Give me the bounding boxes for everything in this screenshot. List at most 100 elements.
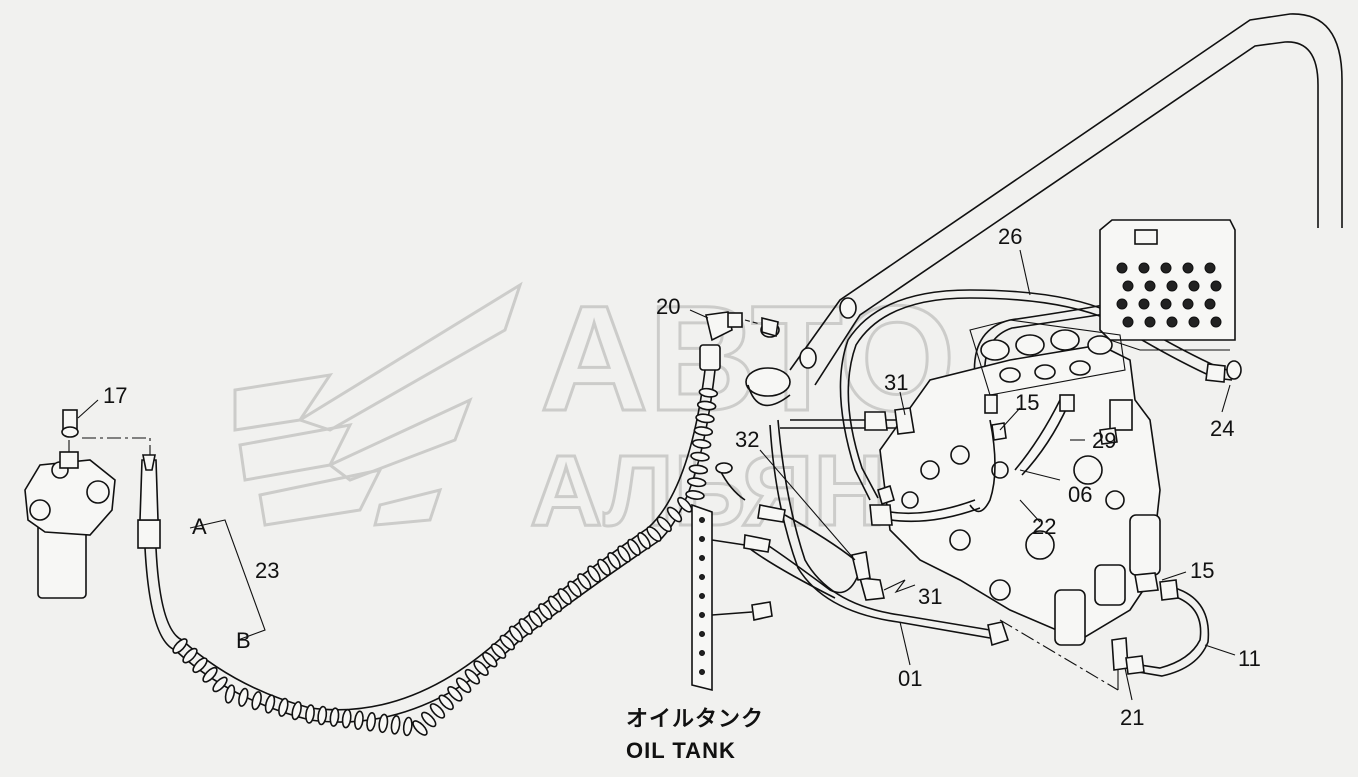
hose-ring	[696, 400, 717, 411]
bracket-hole	[699, 631, 705, 637]
hose-ring	[317, 705, 328, 726]
callout-31-lower: 31	[918, 584, 942, 609]
callout-11: 11	[1238, 646, 1261, 671]
solenoid-bolt	[1144, 316, 1156, 328]
solenoid-bolt	[1138, 298, 1150, 310]
solenoid-bolt	[1144, 280, 1156, 292]
callout-06: 06	[1068, 482, 1092, 507]
solenoid-bolt	[1116, 262, 1128, 274]
solenoid-bolt	[1182, 262, 1194, 274]
bracket-hole	[699, 650, 705, 656]
bracket-hole	[699, 517, 705, 523]
hose-ring	[464, 668, 481, 685]
hose-ring	[412, 720, 428, 736]
watermark-line1: АВТО	[540, 274, 956, 442]
bracket-hole	[699, 669, 705, 675]
hose-ring	[617, 545, 631, 563]
hose-ring	[686, 477, 707, 488]
control-valve	[879, 319, 1161, 646]
oil-tank-caption: オイルタンク OIL TANK	[626, 707, 764, 763]
hose-ring	[607, 552, 621, 570]
hose-ring	[557, 588, 572, 605]
hose-ring	[278, 697, 289, 717]
hose-ring	[305, 704, 315, 724]
hose-ring	[695, 413, 715, 424]
filter-assembly	[24, 409, 151, 599]
callout-22: 22	[1032, 514, 1056, 539]
pipe-01	[769, 419, 1119, 691]
bracket-hole	[699, 536, 705, 542]
solenoid-bolt	[1204, 298, 1216, 310]
hose-ring	[508, 625, 524, 643]
hose-ring	[341, 708, 352, 729]
solenoid-valve-block	[1099, 219, 1236, 351]
solenoid-bolt	[1122, 316, 1134, 328]
callout-17: 17	[103, 383, 127, 408]
solenoid-bolt	[1116, 298, 1128, 310]
bracket-hole	[699, 574, 705, 580]
solenoid-bolt	[1160, 262, 1172, 274]
hose-ring	[538, 603, 553, 620]
bracket-hole	[699, 555, 705, 561]
callout-24: 24	[1210, 416, 1234, 441]
hose-ring	[455, 677, 472, 694]
caption-japanese: オイルタンク	[626, 707, 764, 732]
callout-01: 01	[898, 666, 922, 691]
fitting-31-lower	[851, 551, 916, 601]
callout-a: A	[192, 514, 207, 539]
callout-labels: 17 20 26 31 32 15 29 06 22 24 23 A B 31 …	[103, 224, 1261, 730]
hose-ring	[656, 516, 672, 533]
hose-ring	[353, 710, 364, 730]
hose-ring	[438, 694, 454, 711]
caption-english: OIL TANK	[626, 738, 736, 763]
hose-ring	[378, 713, 389, 734]
hose-ring	[587, 565, 601, 583]
hose-ring	[693, 426, 714, 437]
hose-ring	[390, 715, 401, 735]
oil-tank-bracket	[691, 503, 753, 692]
hose-ring	[518, 618, 533, 635]
callout-31-upper: 31	[884, 370, 908, 395]
hose-ring	[291, 701, 302, 721]
callout-15-lower: 15	[1190, 558, 1214, 583]
callout-23: 23	[255, 558, 279, 583]
hose-ring	[677, 496, 693, 513]
hose-ring	[547, 595, 563, 613]
hose-ring	[597, 558, 611, 576]
solenoid-bolt	[1210, 280, 1222, 292]
hose-ring	[499, 634, 515, 651]
hose-ring	[567, 580, 582, 598]
hose-ring	[637, 532, 651, 550]
callout-21: 21	[1120, 705, 1144, 730]
solenoid-bolt	[1204, 262, 1216, 274]
bracket-hole	[699, 612, 705, 618]
hose-ring	[627, 538, 641, 556]
leader-lines	[77, 249, 1236, 701]
callout-26: 26	[998, 224, 1022, 249]
hose-ring	[366, 712, 377, 732]
fitting-31-upper	[780, 407, 981, 526]
fitting-20	[705, 311, 779, 342]
hose-ring	[646, 526, 662, 542]
hose-ring	[329, 707, 340, 727]
hose-ring	[698, 387, 719, 398]
solenoid-bolt	[1210, 316, 1222, 328]
pipe-11	[1111, 572, 1210, 690]
hose-ring	[490, 643, 507, 659]
hose-ring	[473, 660, 489, 676]
hose-ring	[192, 657, 208, 674]
hose-ring	[224, 684, 236, 704]
hose-ring	[202, 666, 218, 683]
callout-b: B	[236, 628, 251, 653]
hose-ring	[688, 464, 709, 475]
solenoid-bolt	[1188, 280, 1200, 292]
callout-15-upper: 15	[1015, 390, 1039, 415]
hose-ring	[264, 694, 276, 714]
hose-ring	[691, 438, 712, 449]
hose-ring	[212, 676, 228, 693]
callout-20: 20	[656, 294, 680, 319]
hose-ring	[238, 687, 249, 707]
hose-ring	[482, 651, 498, 668]
